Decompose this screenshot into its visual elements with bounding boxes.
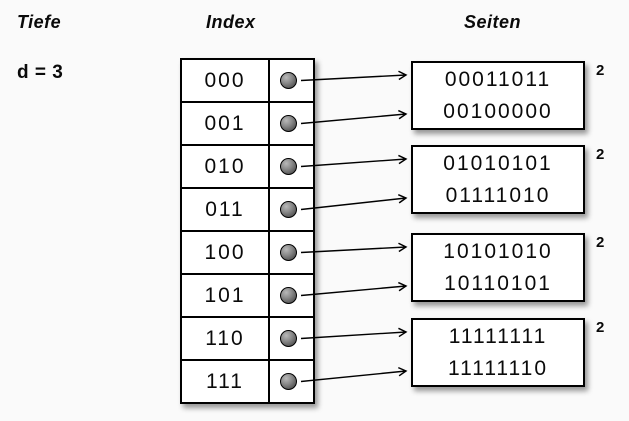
pointer-dot-icon: [280, 201, 297, 218]
pointer-dot-icon: [280, 373, 297, 390]
index-row: 000: [182, 60, 313, 103]
arrow-line: [300, 327, 408, 340]
arrow-line: [300, 366, 408, 383]
index-row: 110: [182, 318, 313, 361]
index-pointer-cell: [270, 189, 313, 230]
depth-column-title: Tiefe: [17, 12, 62, 32]
index-directory-table: 000 001 010 011 100 101 110 111: [180, 58, 315, 404]
page-entry: 10110101: [444, 271, 552, 295]
index-entry-label: 010: [182, 146, 270, 187]
index-row: 101: [182, 275, 313, 318]
arrow-line: [300, 154, 408, 168]
arrow-line: [300, 242, 408, 254]
page-entry: 10101010: [443, 239, 553, 263]
index-row: 001: [182, 103, 313, 146]
index-pointer-cell: [270, 361, 313, 402]
index-entry-label: 100: [182, 232, 270, 273]
page-entry: 11111110: [447, 356, 549, 380]
page-entry: 00100000: [443, 99, 553, 123]
pointer-dot-icon: [280, 244, 297, 261]
local-depth-badge: 2: [596, 146, 605, 163]
page-entry: 00011011: [444, 67, 552, 91]
arrow-line: [300, 70, 408, 82]
index-pointer-cell: [270, 103, 313, 144]
index-column-title: Index: [206, 12, 256, 32]
index-entry-label: 110: [182, 318, 270, 359]
index-row: 010: [182, 146, 313, 189]
pointer-dot-icon: [280, 72, 297, 89]
global-depth-value: d = 3: [17, 62, 64, 83]
arrow-line: [300, 109, 408, 125]
index-pointer-cell: [270, 232, 313, 273]
index-row: 111: [182, 361, 313, 402]
arrow-line: [300, 281, 408, 297]
index-entry-label: 111: [182, 361, 270, 402]
index-pointer-cell: [270, 275, 313, 316]
page-box: 00011011 00100000: [411, 61, 585, 130]
local-depth-badge: 2: [596, 319, 605, 336]
pointer-dot-icon: [280, 287, 297, 304]
index-entry-label: 011: [182, 189, 270, 230]
page-entry: 01111010: [445, 183, 551, 207]
page-box: 11111111 11111110: [411, 318, 585, 387]
index-row: 011: [182, 189, 313, 232]
pages-column-title: Seiten: [464, 12, 522, 32]
index-entry-label: 000: [182, 60, 270, 101]
page-entry: 11111111: [448, 324, 548, 348]
pointer-dot-icon: [280, 115, 297, 132]
arrow-line: [300, 194, 408, 211]
index-pointer-cell: [270, 146, 313, 187]
page-entry: 01010101: [443, 151, 553, 175]
page-box: 01010101 01111010: [411, 145, 585, 214]
local-depth-badge: 2: [596, 234, 605, 251]
index-pointer-cell: [270, 60, 313, 101]
index-pointer-cell: [270, 318, 313, 359]
pointer-dot-icon: [280, 158, 297, 175]
page-box: 10101010 10110101: [411, 233, 585, 302]
index-row: 100: [182, 232, 313, 275]
index-entry-label: 001: [182, 103, 270, 144]
pointer-dot-icon: [280, 330, 297, 347]
local-depth-badge: 2: [596, 62, 605, 79]
index-entry-label: 101: [182, 275, 270, 316]
